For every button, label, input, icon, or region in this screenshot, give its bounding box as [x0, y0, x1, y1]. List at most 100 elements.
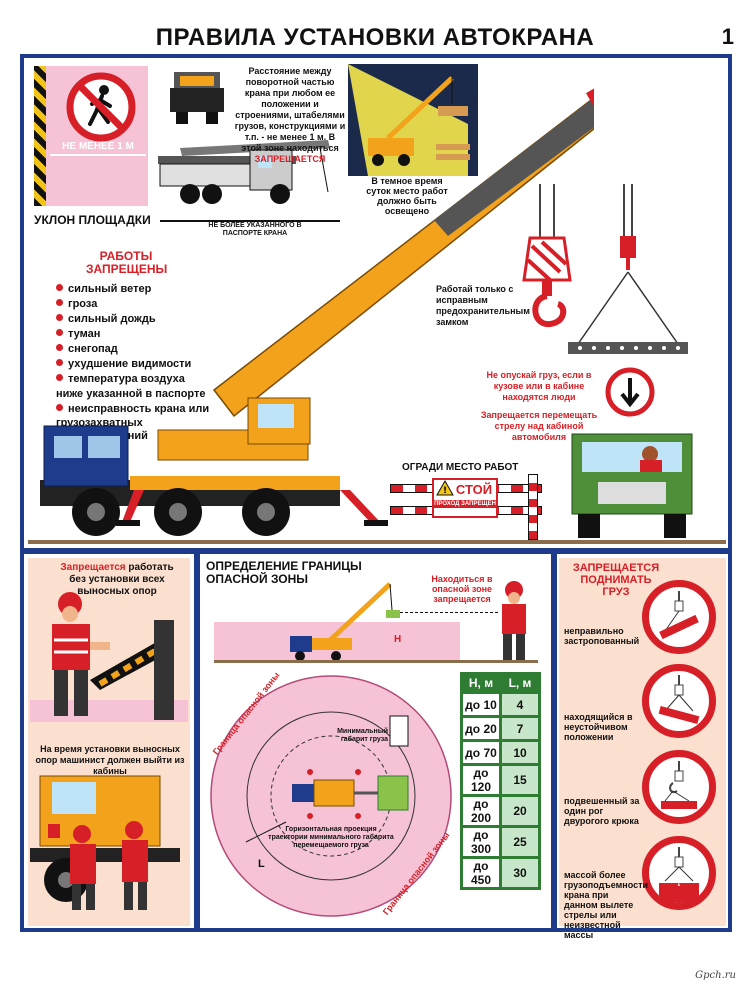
- sign-1: [642, 580, 716, 654]
- cell-h: до 20: [463, 718, 499, 739]
- col-l-header: L, м: [502, 675, 538, 691]
- projection-label: Горизонтальная проекция траектории миним…: [268, 826, 394, 849]
- cell-l: 20: [502, 797, 538, 825]
- poster-frame: [20, 54, 732, 932]
- distance-rule-body: Расстояние между поворотной частью крана…: [234, 66, 346, 153]
- l-letter: L: [258, 858, 265, 870]
- min-gabarit-label: Минимальный габарит груза: [337, 728, 388, 743]
- lift-forbidden-title: ЗАПРЕЩАЕТСЯ ПОДНИМАТЬ ГРУЗ: [572, 562, 660, 598]
- truck-crane-illustration: [40, 80, 594, 536]
- page-title: ПРАВИЛА УСТАНОВКИ АВТОКРАНА: [155, 24, 595, 51]
- warning-triangle-icon: !: [436, 480, 454, 496]
- min-distance-arrow: [50, 154, 146, 156]
- hook-latch-text: Работай только с исправным предохранител…: [436, 284, 530, 327]
- section-divider-right: [551, 548, 557, 932]
- sling-with-beam-icon: [568, 184, 688, 354]
- night-lighting-text: В темное время суток место работ должно …: [366, 176, 448, 216]
- min-distance-label: НЕ МЕНЕЕ 1 М: [62, 141, 134, 152]
- outriggers-body: работать без установки всех выносных опо…: [69, 562, 174, 597]
- svg-text:!: !: [443, 486, 447, 496]
- hazard-stripe: [34, 66, 46, 206]
- works-forbidden-last: неисправность крана или: [56, 402, 226, 417]
- one-horn-hook-icon: [661, 761, 697, 809]
- list-item: туман: [56, 327, 226, 342]
- green-truck-icon: [571, 433, 693, 538]
- list-item: температура воздуха: [56, 372, 226, 387]
- watermark: Gpch.ru: [695, 970, 736, 981]
- distance-rule-text: Расстояние между поворотной частью крана…: [234, 66, 346, 165]
- cell-l: 15: [502, 766, 538, 794]
- section-divider: [20, 548, 732, 554]
- night-lighting-scene: [348, 64, 478, 176]
- cell-h: до 450: [463, 859, 499, 887]
- page-number: 1: [721, 24, 734, 49]
- cell-h: до 70: [463, 742, 499, 763]
- cell-l: 30: [502, 859, 538, 887]
- people-in-cabin-text: Не опускай груз, если в кузове или в каб…: [486, 370, 592, 402]
- unknown-mass-icon: [659, 847, 699, 903]
- fence-post: [528, 474, 538, 540]
- outriggers-rule-text: Запрещается работать без установки всех …: [52, 562, 182, 598]
- stop-sign-sub: ПРОХОД ЗАПРЕЩЕН: [434, 500, 496, 508]
- stop-sign-text: СТОЙ: [455, 482, 493, 497]
- danger-zone-circle-diagram: [210, 675, 452, 917]
- sign-3-text: подвешенный за один рог двурогого крюка: [564, 796, 640, 826]
- sign-3: [642, 750, 716, 824]
- stop-sign: СТОЙ ПРОХОД ЗАПРЕЩЕН: [432, 478, 498, 518]
- sign-4: [642, 836, 716, 910]
- ground-line-zone: [214, 660, 538, 663]
- list-item: гроза: [56, 297, 226, 312]
- works-forbidden-list: сильный ветер гроза сильный дождь туман …: [56, 282, 226, 387]
- fence-label: ОГРАДИ МЕСТО РАБОТ: [402, 462, 519, 473]
- distance-rule-forbidden: ЗАПРЕЩАЕТСЯ: [254, 154, 326, 164]
- danger-zone-text: Находиться в опасной зоне запрещается: [431, 574, 493, 604]
- wrong-sling-icon: [659, 591, 699, 640]
- list-item: сильный дождь: [56, 312, 226, 327]
- h-letter: H: [394, 634, 402, 645]
- cell-l: 25: [502, 828, 538, 856]
- cell-l: 7: [502, 718, 538, 739]
- table-header: H, м L, м: [463, 675, 538, 691]
- cell-h: до 120: [463, 766, 499, 794]
- list-item: неисправность крана или: [56, 402, 226, 417]
- crane-zone-illustration: [290, 582, 400, 661]
- cell-h: до 300: [463, 828, 499, 856]
- works-forbidden-title: РАБОТЫ ЗАПРЕЩЕНЫ: [86, 249, 168, 276]
- list-item: сильный ветер: [56, 282, 226, 297]
- crane-side-view: [158, 140, 330, 204]
- list-item: снегопад: [56, 342, 226, 357]
- sign-1-text: неправильно застропованный: [564, 626, 640, 646]
- worker-zone-icon: [502, 581, 526, 660]
- driver-exit-text: На время установки выносных опор машинис…: [35, 744, 185, 776]
- unstable-load-icon: [658, 675, 700, 725]
- section-divider-left: [194, 548, 200, 932]
- cell-l: 4: [502, 694, 538, 715]
- sign-4-text: массой более грузоподъемности крана при …: [564, 870, 649, 940]
- workers-cabin-illustration: [30, 775, 180, 910]
- slope-note: НЕ БОЛЕЕ УКАЗАННОГО В ПАСПОРТЕ КРАНА: [208, 222, 302, 237]
- no-person-sign-icon: [66, 72, 136, 142]
- list-item: ухудшение видимости: [56, 357, 226, 372]
- sign-2-text: находящийся в неустойчивом положении: [564, 712, 633, 742]
- sign-2: [642, 664, 716, 738]
- hook-with-latch-icon: [522, 184, 572, 327]
- boom-over-cabin-text: Запрещается перемещать стрелу над кабино…: [480, 410, 598, 442]
- truck-rear-icon: [170, 72, 224, 124]
- outriggers-forbidden: Запрещается: [60, 562, 126, 573]
- danger-zone-title: ОПРЕДЕЛЕНИЕ ГРАНИЦЫ ОПАСНОЙ ЗОНЫ: [206, 559, 362, 586]
- cell-h: до 10: [463, 694, 499, 715]
- works-forbidden-cont: ниже указанной в паспорте: [56, 388, 206, 400]
- cell-l: 10: [502, 742, 538, 763]
- slope-line: [160, 220, 340, 222]
- question-mark: ?: [675, 875, 683, 889]
- danger-dashline: [400, 612, 498, 613]
- down-arrow-sign-icon: [605, 367, 655, 417]
